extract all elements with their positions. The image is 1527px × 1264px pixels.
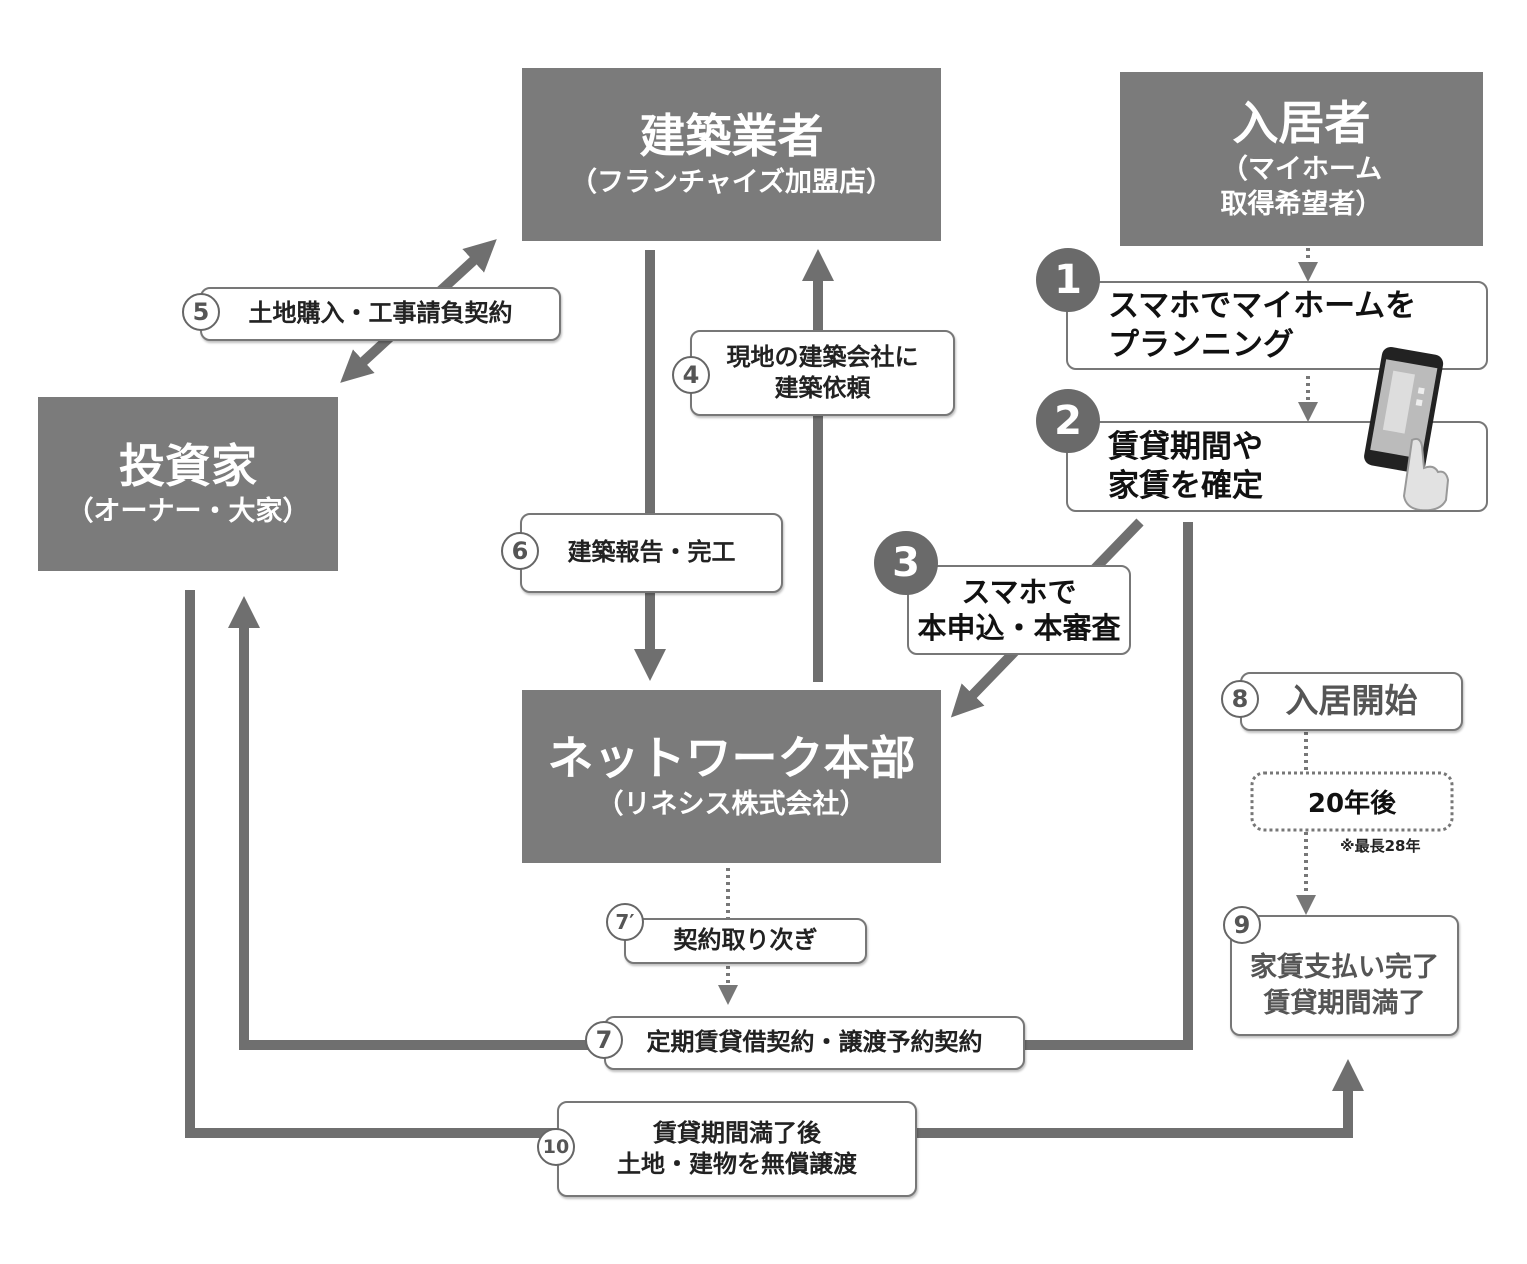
builder-title: 建築業者 — [639, 109, 824, 164]
smartphone-icon — [1364, 347, 1450, 510]
20-years-later: 20年後 — [1307, 789, 1397, 819]
step7-label: 定期賃貸借契約・譲渡予約契約 — [604, 1016, 1025, 1070]
step2-number-badge: 2 — [1036, 389, 1100, 453]
step4-line2: 建築依頼 — [774, 374, 871, 402]
builder-box: 建築業者 （フランチャイズ加盟店） — [522, 68, 941, 241]
investor-title: 投資家 — [119, 438, 257, 493]
investor-subtitle: （オーナー・大家） — [66, 496, 310, 528]
step1-number-badge: 1 — [1036, 248, 1100, 312]
step10-line2: 土地・建物を無償譲渡 — [617, 1150, 857, 1178]
step2-line1: 賃貸期間や — [1108, 428, 1263, 465]
step2-line2: 家賃を確定 — [1108, 467, 1263, 504]
hq-box: ネットワーク本部 （リネシス株式会社） — [522, 690, 941, 863]
step3-number-badge: 3 — [874, 531, 938, 595]
step1-line1: スマホでマイホームを — [1108, 287, 1417, 324]
max-28-years-note: ※最長28年 — [1340, 837, 1421, 855]
builder-subtitle: （フランチャイズ加盟店） — [570, 166, 893, 198]
resident-subtitle-1: （マイホーム — [1220, 153, 1383, 185]
resident-subtitle-2: 取得希望者） — [1220, 188, 1383, 220]
step10-number: 10 — [537, 1128, 575, 1166]
step9-line2: 賃貸期間満了 — [1263, 987, 1426, 1019]
step5-number: 5 — [182, 293, 220, 331]
step10-line1: 賃貸期間満了後 — [653, 1118, 821, 1147]
step3-line2: 本申込・本審査 — [917, 611, 1121, 645]
step7-prime-number: 7′ — [606, 903, 644, 941]
step3-box: スマホで 本申込・本審査 — [907, 565, 1131, 655]
step10-label: 賃貸期間満了後 土地・建物を無償譲渡 — [557, 1101, 917, 1197]
step8-label: 入居開始 — [1240, 672, 1463, 731]
step8-number: 8 — [1221, 680, 1259, 718]
resident-title: 入居者 — [1232, 96, 1371, 151]
step4-number: 4 — [672, 356, 710, 394]
step6-number: 6 — [501, 532, 539, 570]
investor-box: 投資家 （オーナー・大家） — [38, 397, 338, 571]
resident-box: 入居者 （マイホーム 取得希望者） — [1120, 72, 1483, 246]
step7-number: 7 — [585, 1021, 623, 1059]
step4-label: 現地の建築会社に 建築依頼 — [690, 330, 955, 416]
step5-label: 土地購入・工事請負契約 — [200, 287, 561, 341]
step4-line1: 現地の建築会社に — [726, 342, 919, 371]
step6-label: 建築報告・完工 — [520, 513, 783, 593]
hq-subtitle: （リネシス株式会社） — [596, 788, 867, 820]
20-years-dotted-frame — [1250, 771, 1454, 832]
hq-title: ネットワーク本部 — [547, 731, 916, 786]
hand-icon — [1402, 437, 1450, 510]
step9-label: 家賃支払い完了 賃貸期間満了 — [1230, 915, 1459, 1036]
step7-prime-label: 契約取り次ぎ — [624, 918, 867, 964]
step9-number: 9 — [1223, 906, 1261, 944]
step9-line1: 家賃支払い完了 — [1250, 952, 1439, 984]
step3-line1: スマホで — [961, 574, 1077, 609]
step1-line2: プランニング — [1108, 326, 1294, 363]
